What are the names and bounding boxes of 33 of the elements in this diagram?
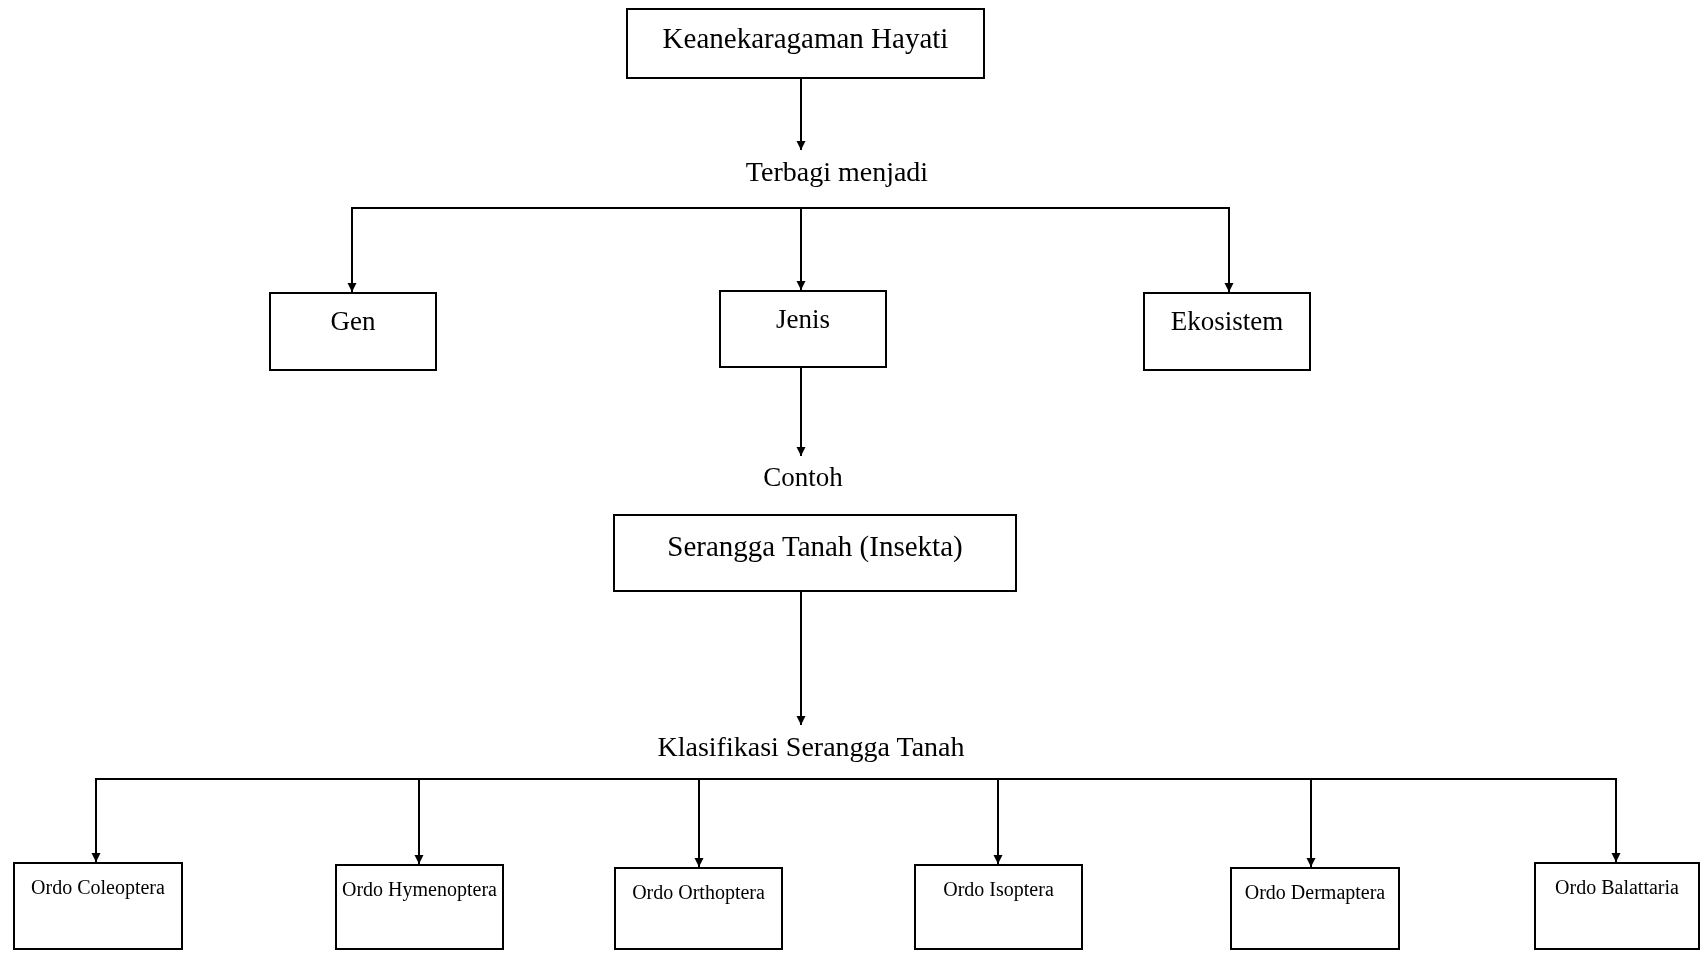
box-label: Ordo Isoptera <box>942 877 1055 902</box>
label-box <box>335 864 504 950</box>
label-box <box>626 8 985 79</box>
box-label: Keanekaragaman Hayati <box>661 21 950 56</box>
box-label: Ordo Orthoptera <box>631 880 766 905</box>
label-box <box>1230 867 1400 950</box>
arrow <box>800 778 1621 863</box>
connector-text: Klasifikasi Serangga Tanah <box>656 730 966 764</box>
label-box <box>1143 292 1311 371</box>
label-box <box>1534 862 1700 950</box>
box-label: Jenis <box>775 303 831 336</box>
connector-text: Contoh <box>762 461 844 494</box>
label-box <box>614 867 783 950</box>
label-box <box>13 862 183 950</box>
box-label: Gen <box>329 305 377 338</box>
connector-text: Terbagi menjadi <box>744 155 930 189</box>
box-label: Ordo Dermaptera <box>1243 880 1387 905</box>
arrow <box>694 778 802 868</box>
arrow <box>347 207 802 293</box>
box-label: Ordo Coleoptera <box>30 875 166 900</box>
box-label: Ordo Hymenoptera <box>341 877 498 902</box>
arrow <box>796 591 806 726</box>
label-box <box>613 514 1017 592</box>
box-label: Ordo Balattaria <box>1554 875 1680 900</box>
label-box <box>719 290 887 368</box>
label-box <box>269 292 437 371</box>
box-label: Serangga Tanah (Insekta) <box>666 529 964 564</box>
box-label: Ekosistem <box>1169 305 1285 338</box>
arrow <box>796 367 806 457</box>
arrow <box>800 207 1234 293</box>
label-box <box>914 864 1083 950</box>
arrow <box>796 78 806 151</box>
arrow <box>796 207 806 291</box>
